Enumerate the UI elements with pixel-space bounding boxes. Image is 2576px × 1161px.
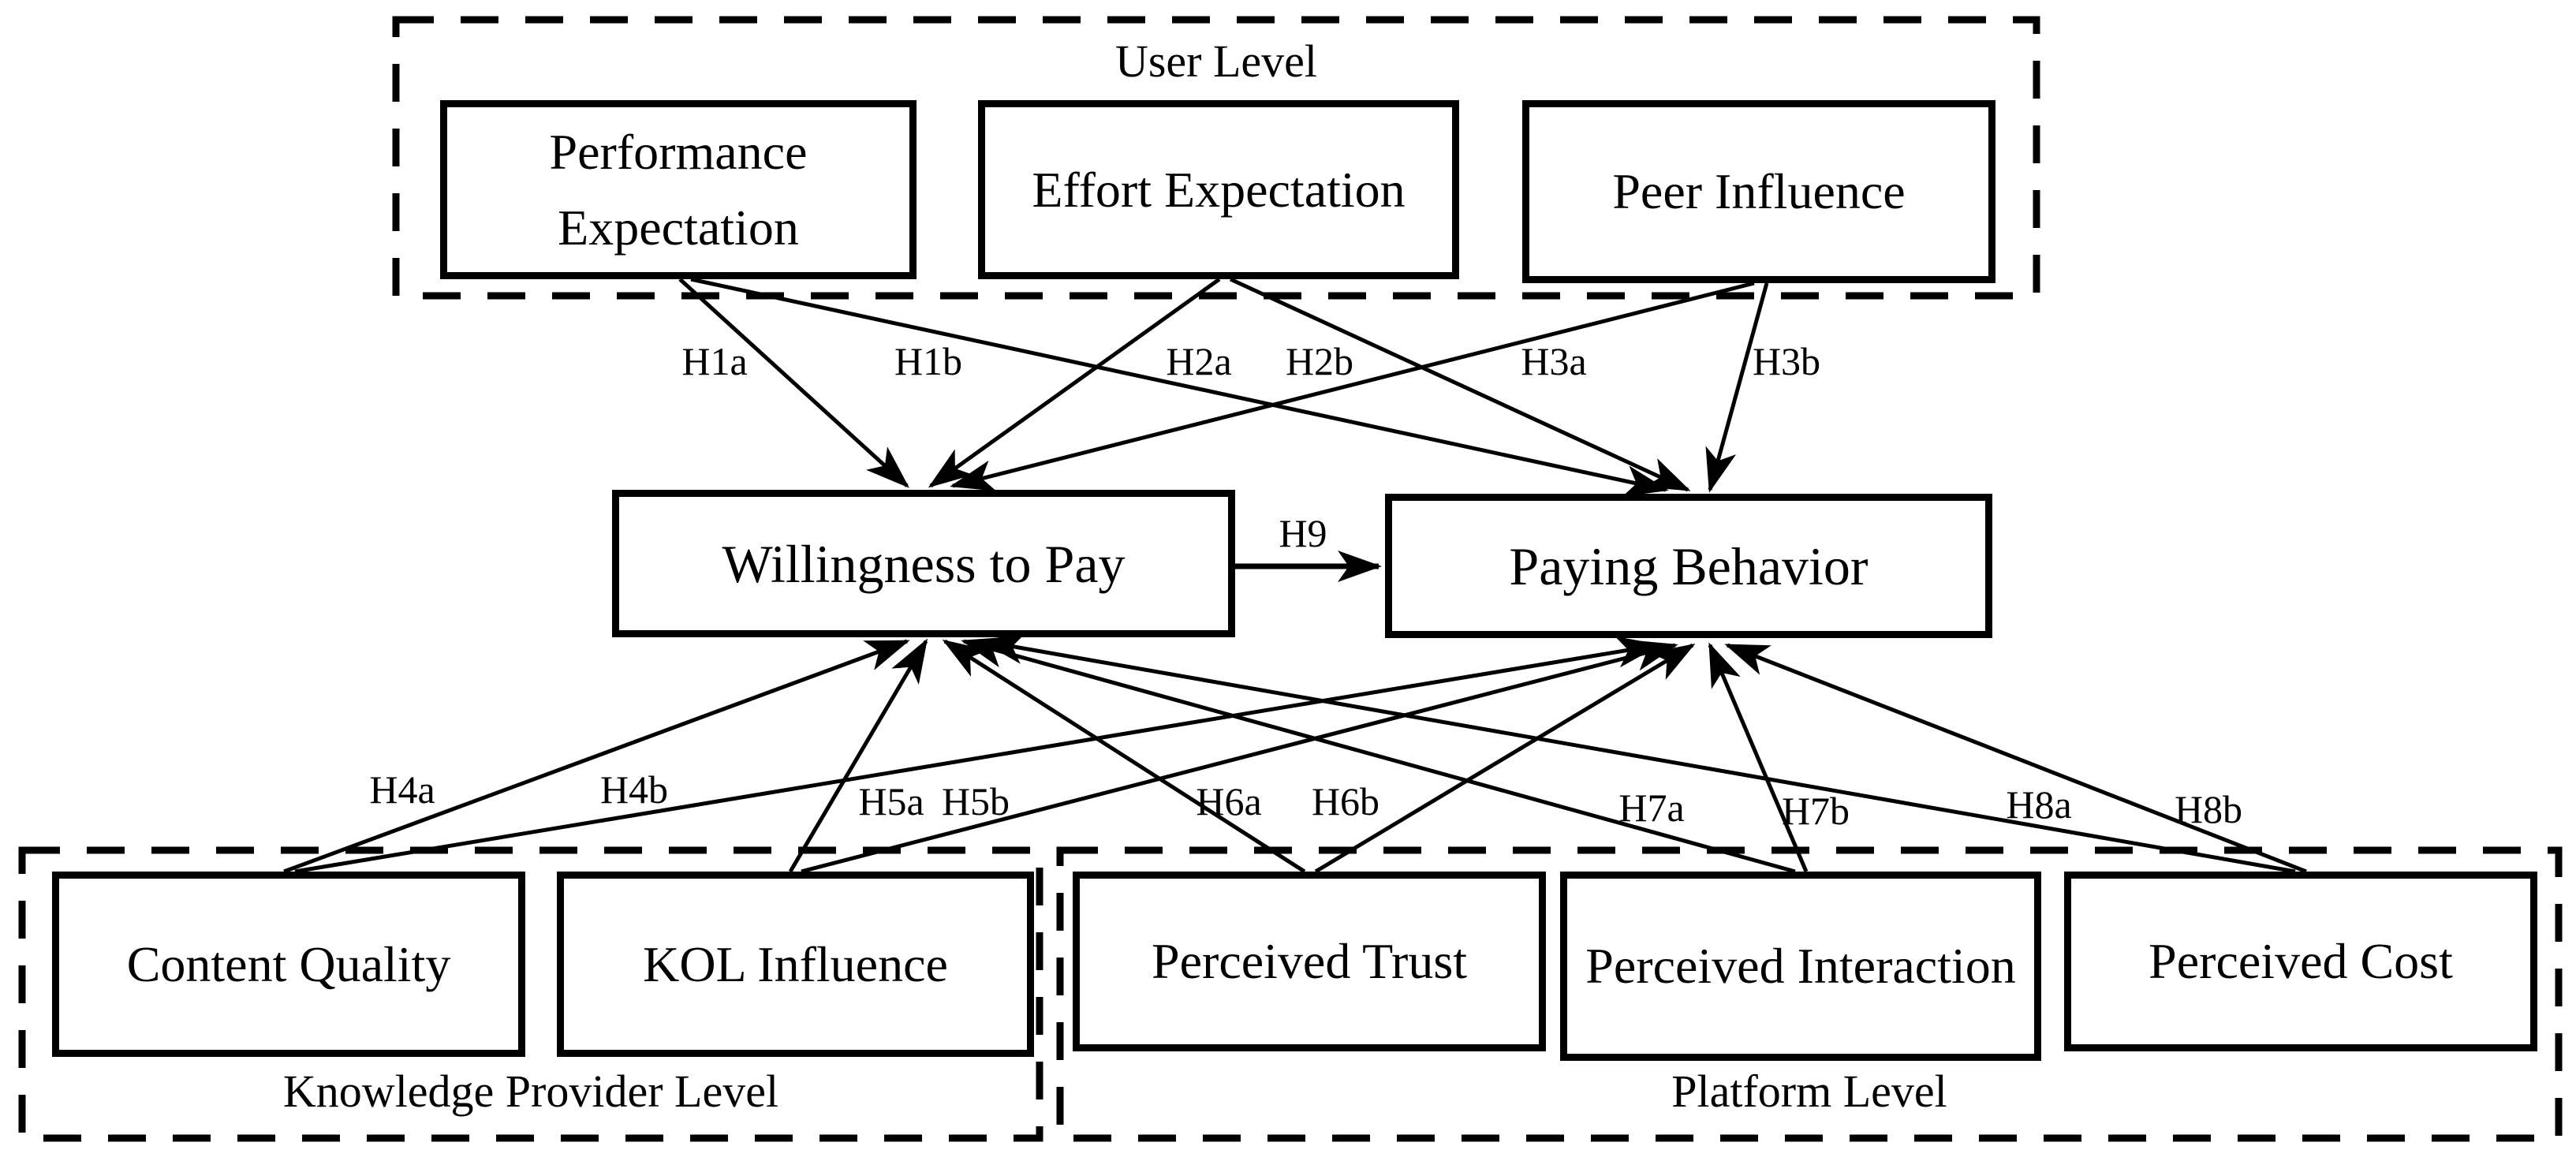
edge-label-h5a: H5a xyxy=(858,779,924,823)
group-label-knowledge-provider-level: Knowledge Provider Level xyxy=(282,1066,779,1117)
edge-label-h2b: H2b xyxy=(1285,339,1354,383)
arrow-h7a xyxy=(961,636,1796,874)
node-perceived-trust: Perceived Trust xyxy=(1073,872,1546,1051)
node-label-peer-influence: Peer Influence xyxy=(1612,163,1906,219)
arrow-h5a xyxy=(788,638,928,873)
edge-label-h3a: H3a xyxy=(1521,339,1587,383)
node-label-perceived-trust: Perceived Trust xyxy=(1152,933,1467,989)
node-label-paying-behavior: Paying Behavior xyxy=(1509,536,1869,596)
arrow-h7b xyxy=(1708,642,1809,872)
node-label-perceived-interaction: Perceived Interaction xyxy=(1585,938,2016,994)
arrow-h4b xyxy=(294,636,1661,874)
node-willingness-to-pay: Willingness to Pay xyxy=(612,490,1235,637)
edge-label-h4b: H4b xyxy=(599,767,669,812)
node-effort-expectation: Effort Expectation xyxy=(978,100,1459,279)
node-label-effort-expectation: Effort Expectation xyxy=(1032,161,1406,218)
node-perceived-cost: Perceived Cost xyxy=(2064,872,2537,1051)
node-kol-influence: KOL Influence xyxy=(557,872,1034,1057)
arrow-h8a xyxy=(980,633,2296,874)
node-label-kol-influence: KOL Influence xyxy=(643,935,948,992)
node-label-content-quality: Content Quality xyxy=(126,935,451,992)
edge-label-h1a: H1a xyxy=(681,339,748,383)
node-label-performance-expectation: Performance Expectation xyxy=(549,123,808,256)
arrow-h6b xyxy=(1314,643,1696,874)
node-label-willingness-to-pay: Willingness to Pay xyxy=(722,533,1126,594)
arrow-h2b xyxy=(1229,277,1691,492)
edge-label-h7b: H7b xyxy=(1781,789,1850,833)
node-paying-behavior: Paying Behavior xyxy=(1385,494,1992,638)
node-label-perceived-cost: Perceived Cost xyxy=(2149,933,2453,989)
node-content-quality: Content Quality xyxy=(52,872,525,1057)
edge-label-h4a: H4a xyxy=(369,767,435,812)
arrow-h3b xyxy=(1705,282,1769,493)
group-label-user-level: User Level xyxy=(1114,35,1318,87)
edge-label-h3b: H3b xyxy=(1752,339,1821,383)
group-label-platform-level: Platform Level xyxy=(1671,1066,1947,1117)
node-perceived-interaction: Perceived Interaction xyxy=(1560,872,2041,1061)
arrow-h4a xyxy=(283,639,910,874)
edge-label-h9: H9 xyxy=(1279,511,1327,555)
node-peer-influence: Peer Influence xyxy=(1522,100,1995,283)
arrow-h1b xyxy=(690,277,1669,497)
edge-label-h6b: H6b xyxy=(1311,779,1380,823)
arrow-h8b xyxy=(1724,643,2307,874)
arrow-h3a xyxy=(950,281,1755,491)
arrow-h6a xyxy=(942,639,1306,874)
edge-label-h5b: H5b xyxy=(941,779,1010,823)
arrow-h5b xyxy=(801,640,1678,874)
edge-label-h6a: H6a xyxy=(1196,779,1262,823)
node-performance-expectation: Performance Expectation xyxy=(440,100,917,279)
edge-label-h1b: H1b xyxy=(894,339,963,383)
edge-label-h7a: H7a xyxy=(1618,786,1685,830)
edge-label-h8a: H8a xyxy=(2006,782,2072,827)
edge-label-h2a: H2a xyxy=(1166,339,1232,383)
edge-label-h8b: H8b xyxy=(2174,787,2243,831)
